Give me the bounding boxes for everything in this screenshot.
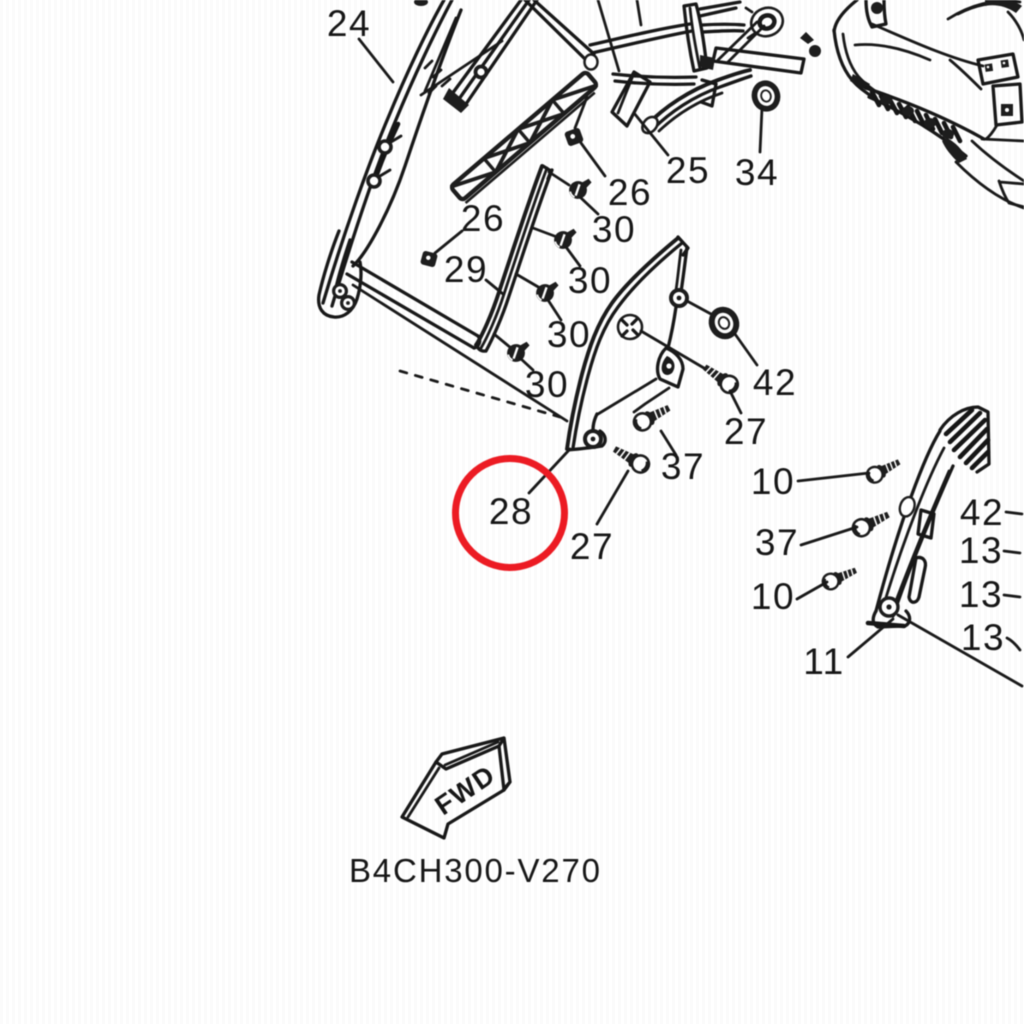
svg-text:27: 27 bbox=[570, 526, 614, 567]
svg-text:26: 26 bbox=[608, 172, 652, 213]
svg-text:13: 13 bbox=[961, 617, 1005, 658]
svg-text:13: 13 bbox=[959, 530, 1003, 571]
svg-text:B4CH300-V270: B4CH300-V270 bbox=[349, 852, 602, 889]
svg-text:13: 13 bbox=[959, 574, 1003, 615]
svg-text:25: 25 bbox=[666, 150, 710, 191]
svg-text:34: 34 bbox=[735, 152, 779, 193]
svg-text:29: 29 bbox=[444, 249, 488, 290]
svg-text:37: 37 bbox=[661, 446, 705, 487]
svg-text:30: 30 bbox=[568, 260, 612, 301]
svg-text:30: 30 bbox=[592, 209, 636, 250]
svg-text:27: 27 bbox=[724, 411, 768, 452]
svg-text:11: 11 bbox=[803, 641, 844, 682]
svg-text:37: 37 bbox=[755, 522, 799, 563]
svg-text:30: 30 bbox=[547, 314, 591, 355]
svg-text:42: 42 bbox=[753, 362, 797, 403]
svg-text:26: 26 bbox=[461, 198, 505, 239]
svg-text:10: 10 bbox=[751, 461, 795, 502]
svg-text:24: 24 bbox=[327, 3, 371, 44]
svg-text:10: 10 bbox=[751, 576, 795, 617]
svg-text:30: 30 bbox=[525, 364, 569, 405]
svg-text:42: 42 bbox=[960, 492, 1004, 533]
svg-text:28: 28 bbox=[489, 491, 533, 532]
